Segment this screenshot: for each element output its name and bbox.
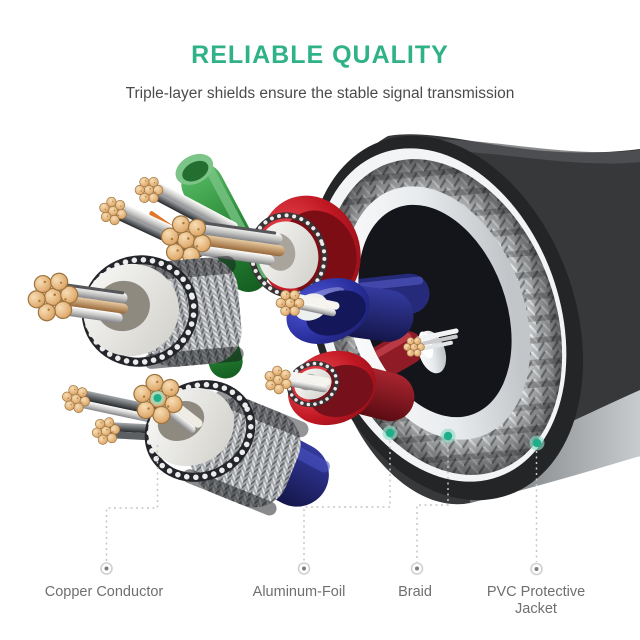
label-pvc-protective-jacket: PVC Protective Jacket xyxy=(486,584,586,617)
teal-dot-foil xyxy=(382,425,398,441)
page-subtitle: Triple-layer shields ensure the stable s… xyxy=(125,85,515,102)
teal-dot-jacket xyxy=(529,435,545,451)
teal-dot-copper xyxy=(150,391,165,405)
conductor-strands xyxy=(294,293,340,317)
callout-end-markers xyxy=(100,562,543,576)
foil-curl-and-drain-wire xyxy=(403,328,459,374)
cable-cut-face xyxy=(306,135,584,501)
label-braid: Braid xyxy=(398,584,432,600)
conductor-strands xyxy=(191,221,285,266)
wire-blue-middle xyxy=(275,278,414,344)
teal-dot-braid xyxy=(440,428,456,444)
conductor-strands xyxy=(283,370,331,393)
page-title: RELIABLE QUALITY xyxy=(191,41,449,69)
label-copper-conductor: Copper Conductor xyxy=(44,584,164,600)
wire-shielded-middle xyxy=(24,255,244,369)
copper-flower-small xyxy=(59,382,93,416)
wire-shielded-bottom xyxy=(59,369,309,516)
wire-red-lower xyxy=(259,350,415,426)
copper-flower-small xyxy=(89,415,123,447)
callout-dots xyxy=(150,391,545,451)
callouts xyxy=(105,441,538,562)
label-aluminum-foil: Aluminum-Foil xyxy=(252,584,346,600)
callout-line-foil xyxy=(303,441,391,562)
callout-line-copper xyxy=(105,445,159,562)
